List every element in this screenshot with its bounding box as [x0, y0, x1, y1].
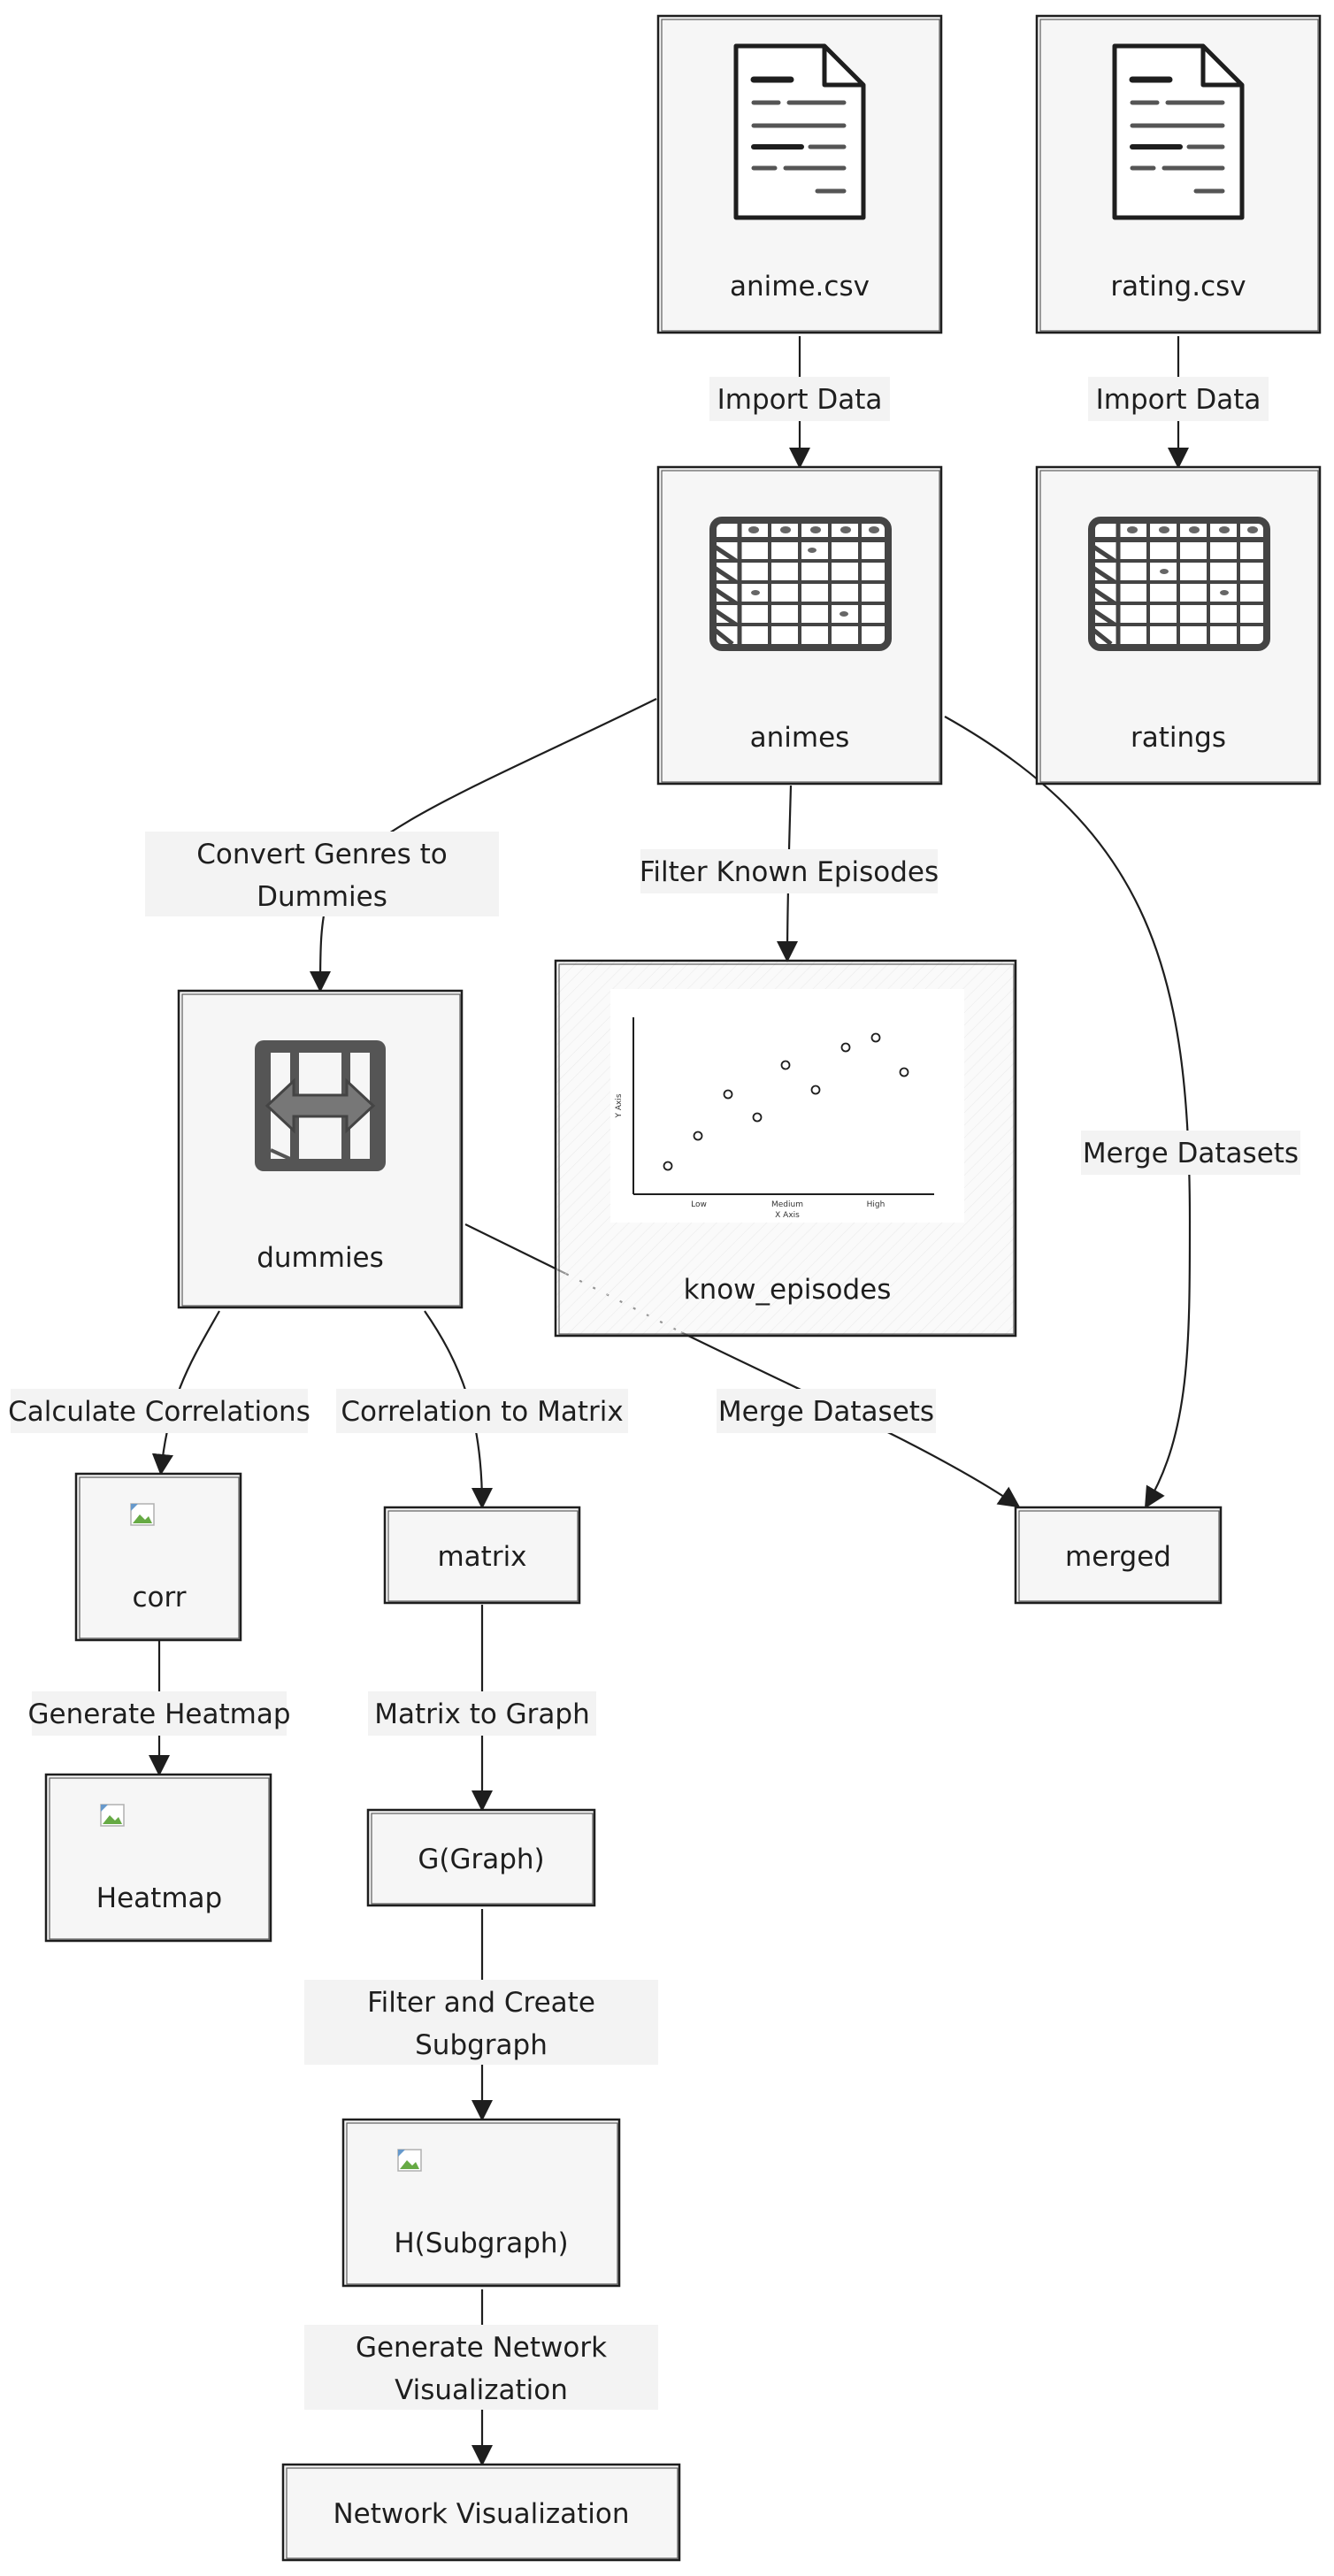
- edge-label-convert-genres: Convert Genres to Dummies: [145, 832, 499, 916]
- node-know-episodes[interactable]: Low Medium High X Axis Y Axis know_episo…: [554, 959, 1017, 1338]
- svg-text:Correlation to Matrix: Correlation to Matrix: [341, 1396, 623, 1428]
- node-label: Heatmap: [96, 1882, 222, 1914]
- node-network-visualization[interactable]: Network Visualization: [281, 2463, 681, 2562]
- node-label: merged: [1065, 1541, 1171, 1573]
- node-label: matrix: [437, 1541, 526, 1573]
- svg-text:Dummies: Dummies: [257, 881, 387, 913]
- edge-label-filter-subgraph: Filter and Create Subgraph: [304, 1980, 658, 2065]
- x-axis-label: X Axis: [775, 1211, 800, 1220]
- node-label: H(Subgraph): [394, 2227, 568, 2259]
- node-anime-csv[interactable]: anime.csv: [656, 14, 943, 334]
- svg-text:Filter Known Episodes: Filter Known Episodes: [640, 856, 939, 888]
- broken-image-icon: [397, 2149, 422, 2172]
- scatter-points: [663, 1032, 909, 1171]
- node-matrix[interactable]: matrix: [383, 1506, 581, 1605]
- x-tick-high: High: [867, 1200, 886, 1209]
- scatter-plot-image: Low Medium High X Axis Y Axis: [610, 989, 964, 1223]
- node-label: Network Visualization: [333, 2498, 629, 2530]
- table-icon: [1088, 517, 1270, 651]
- edge-label-import-rating: Import Data: [1088, 377, 1269, 421]
- node-label: dummies: [257, 1242, 384, 1274]
- edge-label-gen-heatmap: Generate Heatmap: [27, 1691, 291, 1736]
- edge-label-import-anime: Import Data: [709, 377, 890, 421]
- edge-label-gen-network: Generate Network Visualization: [304, 2325, 658, 2410]
- x-tick-low: Low: [691, 1200, 707, 1209]
- node-label: G(Graph): [418, 1844, 544, 1875]
- edge-calc-corr: [151, 1310, 220, 1476]
- node-label: anime.csv: [730, 271, 870, 303]
- document-icon: [1112, 43, 1245, 220]
- node-merged[interactable]: merged: [1014, 1506, 1223, 1605]
- transform-arrows-icon: [255, 1040, 386, 1171]
- svg-text:Convert Genres to: Convert Genres to: [196, 839, 447, 870]
- edge-label-merge-dummies: Merge Datasets: [717, 1389, 936, 1433]
- svg-text:Filter and Create: Filter and Create: [367, 1987, 595, 2019]
- edge-label-merge-animes: Merge Datasets: [1081, 1131, 1300, 1175]
- node-label: rating.csv: [1110, 271, 1246, 303]
- svg-text:Generate Network: Generate Network: [356, 2332, 607, 2364]
- table-icon: [709, 517, 892, 651]
- node-animes[interactable]: animes: [656, 465, 943, 786]
- edge-label-matrix-to-graph: Matrix to Graph: [368, 1691, 596, 1736]
- node-rating-csv[interactable]: rating.csv: [1035, 14, 1322, 334]
- svg-text:Matrix to Graph: Matrix to Graph: [374, 1698, 590, 1730]
- node-ratings[interactable]: ratings: [1035, 465, 1322, 786]
- edge-label-corr-to-matrix: Correlation to Matrix: [336, 1389, 628, 1433]
- svg-text:Merge Datasets: Merge Datasets: [718, 1396, 934, 1428]
- node-label: ratings: [1131, 722, 1226, 754]
- broken-image-icon: [100, 1804, 125, 1827]
- node-corr[interactable]: corr: [74, 1472, 242, 1642]
- edge-label-calc-corr: Calculate Correlations: [8, 1389, 310, 1433]
- node-label: know_episodes: [684, 1274, 892, 1306]
- document-icon: [733, 43, 866, 220]
- node-dummies[interactable]: dummies: [177, 989, 464, 1309]
- svg-text:Generate Heatmap: Generate Heatmap: [27, 1698, 290, 1730]
- node-label: corr: [133, 1582, 187, 1614]
- edge-merge-dummies-a: [464, 1223, 567, 1275]
- y-axis-label: Y Axis: [615, 1093, 624, 1118]
- svg-text:Calculate Correlations: Calculate Correlations: [8, 1396, 310, 1428]
- svg-text:Visualization: Visualization: [395, 2374, 568, 2406]
- svg-text:Import Data: Import Data: [717, 384, 883, 416]
- svg-text:Subgraph: Subgraph: [415, 2029, 548, 2061]
- node-graph[interactable]: G(Graph): [366, 1808, 596, 1907]
- svg-text:Merge Datasets: Merge Datasets: [1083, 1138, 1299, 1169]
- x-tick-medium: Medium: [771, 1200, 803, 1209]
- broken-image-icon: [130, 1503, 155, 1526]
- svg-text:Import Data: Import Data: [1096, 384, 1261, 416]
- node-heatmap[interactable]: Heatmap: [44, 1773, 272, 1943]
- edge-label-filter-known: Filter Known Episodes: [640, 849, 939, 893]
- node-label: animes: [750, 722, 850, 754]
- node-subgraph[interactable]: H(Subgraph): [341, 2118, 621, 2288]
